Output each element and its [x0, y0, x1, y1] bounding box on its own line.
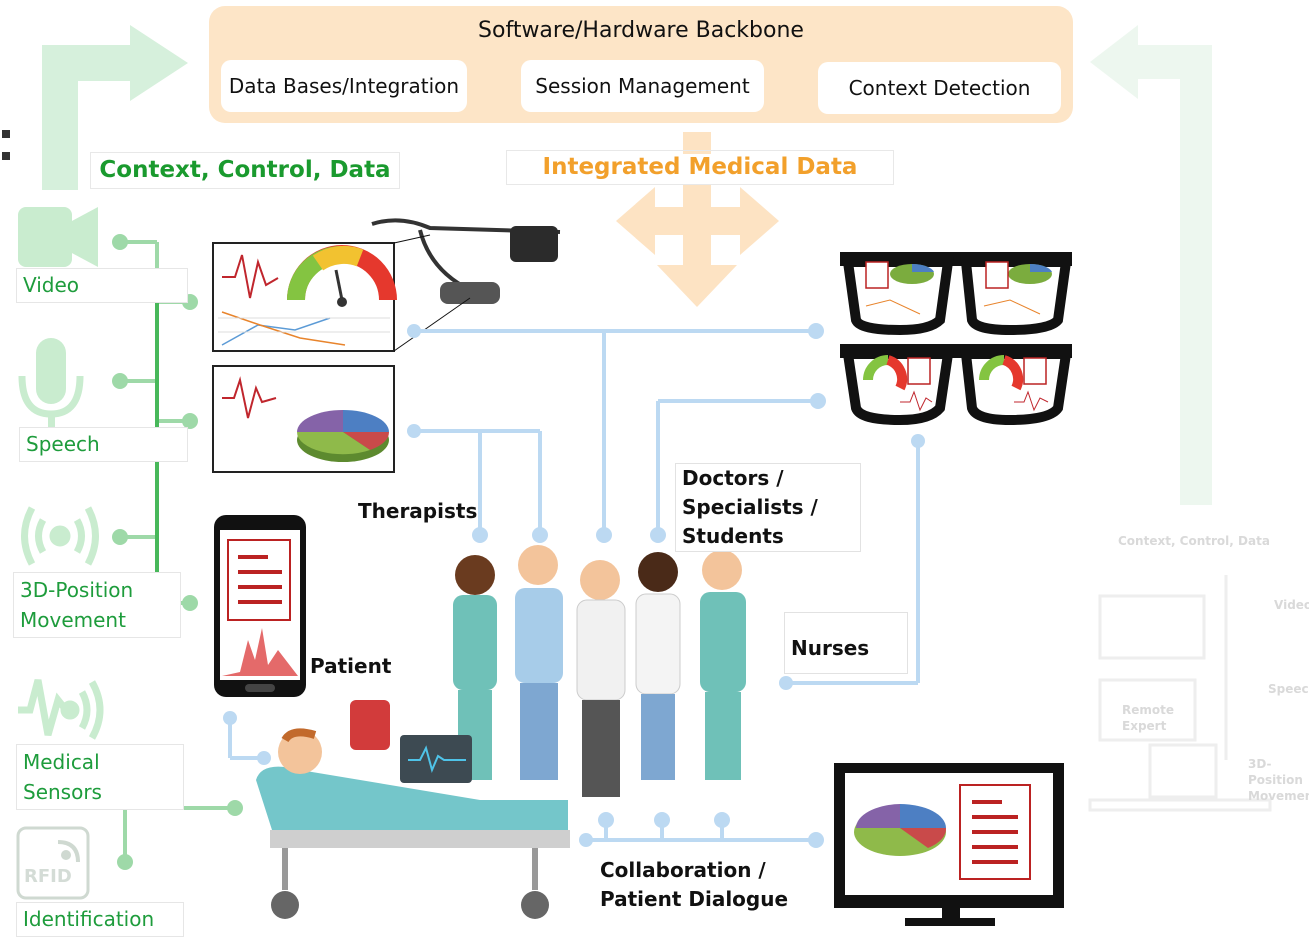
- context-control-data-heading: Context, Control, Data: [90, 152, 400, 189]
- identification-label: Identification: [16, 902, 184, 937]
- medical-staff-group: [453, 545, 746, 797]
- video-camera-icon: [18, 207, 98, 267]
- ghost-duplicate-graphics: [1088, 575, 1272, 812]
- ghost-position-text: 3D-Position Movement: [1248, 756, 1309, 804]
- blue-connectors: [228, 329, 920, 842]
- blue-connector-nodes: [223, 323, 925, 848]
- ghost-context-text: Context, Control, Data: [1118, 534, 1270, 548]
- patient-bed-icon: [256, 700, 570, 919]
- doctors-line3: Students: [682, 524, 784, 548]
- colon-dot-bottom: [2, 152, 10, 160]
- video-label: Video: [16, 268, 188, 303]
- colon-dot-top: [2, 130, 10, 138]
- integrated-data-cross-arrow: [616, 132, 779, 307]
- smartphone-icon: [214, 515, 306, 697]
- context-detection-box: Context Detection: [818, 62, 1061, 114]
- patient-label: Patient: [310, 654, 392, 678]
- smart-glasses-icon: [371, 218, 561, 352]
- ghost-remote-line1: Remote: [1122, 703, 1175, 717]
- pie-chart-panel: [212, 365, 395, 473]
- rfid-text: RFID: [24, 866, 72, 887]
- doctors-label: Doctors / Specialists / Students: [675, 463, 861, 552]
- databases-box: Data Bases/Integration: [221, 60, 467, 112]
- left-upward-arrow: [42, 25, 188, 190]
- input-connector-nodes: [112, 234, 198, 611]
- medical-sensors-label: Medical Sensors: [16, 744, 184, 810]
- glasses-chart-panel: [212, 242, 397, 352]
- sensors-label-line2: Sensors: [23, 780, 102, 804]
- ghost-video-text: Video: [1274, 598, 1309, 612]
- rfid-tag-icon: [16, 826, 90, 900]
- collaboration-label: Collaboration / Patient Dialogue: [594, 856, 795, 914]
- doctors-line2: Specialists /: [682, 495, 818, 519]
- ghost-remote-expert-text: Remote Expert: [1122, 702, 1174, 734]
- therapists-label: Therapists: [358, 499, 478, 523]
- ghost-remote-line2: Expert: [1122, 719, 1167, 733]
- ghost-speech-text: Speech: [1268, 682, 1309, 696]
- nurses-label: Nurses: [784, 612, 908, 674]
- position-label-line2: Movement: [20, 608, 126, 632]
- microphone-icon: [18, 338, 84, 430]
- integrated-medical-data-heading: Integrated Medical Data: [506, 150, 894, 185]
- position-label-line1: 3D-Position: [20, 578, 134, 602]
- position-signal-icon: [21, 506, 99, 566]
- ar-glasses-top-icon: [840, 252, 1072, 336]
- doctors-line1: Doctors /: [682, 466, 784, 490]
- collab-line2: Patient Dialogue: [600, 887, 789, 911]
- backbone-title: Software/Hardware Backbone: [478, 18, 804, 43]
- heart-pulse-sensor-icon: [18, 679, 104, 740]
- ar-glasses-bottom-icon: [840, 344, 1072, 426]
- collab-line1: Collaboration /: [600, 858, 766, 882]
- monitor-icon: [834, 763, 1064, 926]
- session-management-box: Session Management: [521, 60, 764, 112]
- ghost-pos-line1: 3D-Position: [1248, 757, 1303, 787]
- position-movement-label: 3D-Position Movement: [13, 572, 181, 638]
- right-upward-arrow: [1090, 25, 1212, 505]
- ghost-pos-line2: Movement: [1248, 789, 1309, 803]
- speech-label: Speech: [19, 427, 188, 462]
- sensors-label-line1: Medical: [23, 750, 100, 774]
